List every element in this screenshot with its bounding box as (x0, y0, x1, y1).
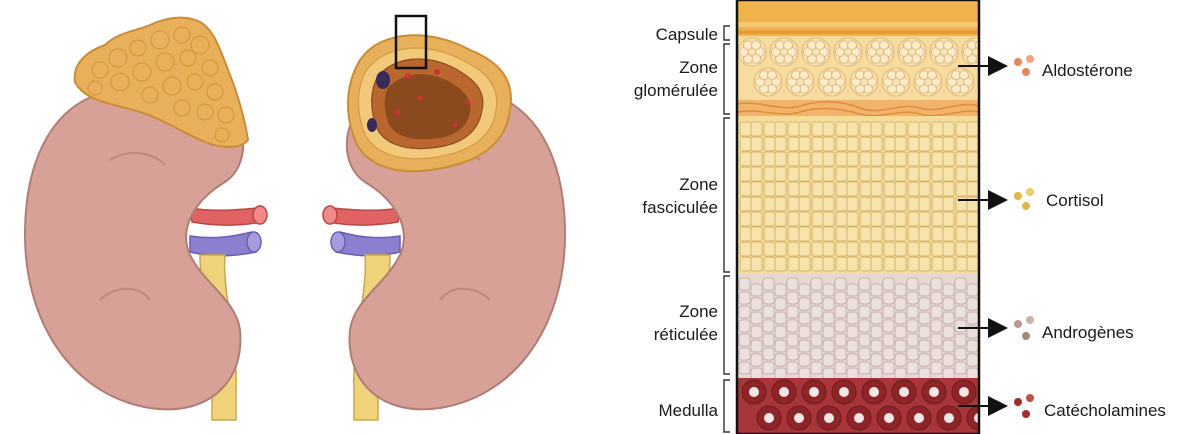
right-adrenal-section (348, 35, 511, 171)
right-kidney-illustration (323, 16, 565, 420)
left-renal-vein (190, 232, 256, 256)
hormone-label-androgenes: Androgènes (1042, 323, 1134, 342)
bracket-fasciculee (724, 118, 730, 272)
bracket-glomerulee (724, 44, 730, 114)
right-renal-artery (328, 208, 400, 225)
androgenes-dots (1014, 316, 1034, 340)
bracket-reticulee (724, 276, 730, 374)
zone-label-capsule: Capsule (656, 25, 718, 44)
bracket-medulla (724, 380, 730, 432)
hormone-outputs: Aldostérone Cortisol Androgènes Catéchol… (958, 55, 1166, 420)
zone-label-medulla: Medulla (658, 401, 718, 420)
hormone-label-cortisol: Cortisol (1046, 191, 1104, 210)
left-kidney-illustration (25, 18, 267, 420)
hormone-label-catecholamines: Catécholamines (1044, 401, 1166, 420)
cortisol-dots (1014, 188, 1034, 210)
aldosterone-dots (1014, 55, 1034, 76)
catecholamines-dots (1014, 394, 1034, 418)
hormone-label-aldosterone: Aldostérone (1042, 61, 1133, 80)
bracket-capsule (724, 26, 730, 40)
left-renal-artery (190, 208, 262, 225)
